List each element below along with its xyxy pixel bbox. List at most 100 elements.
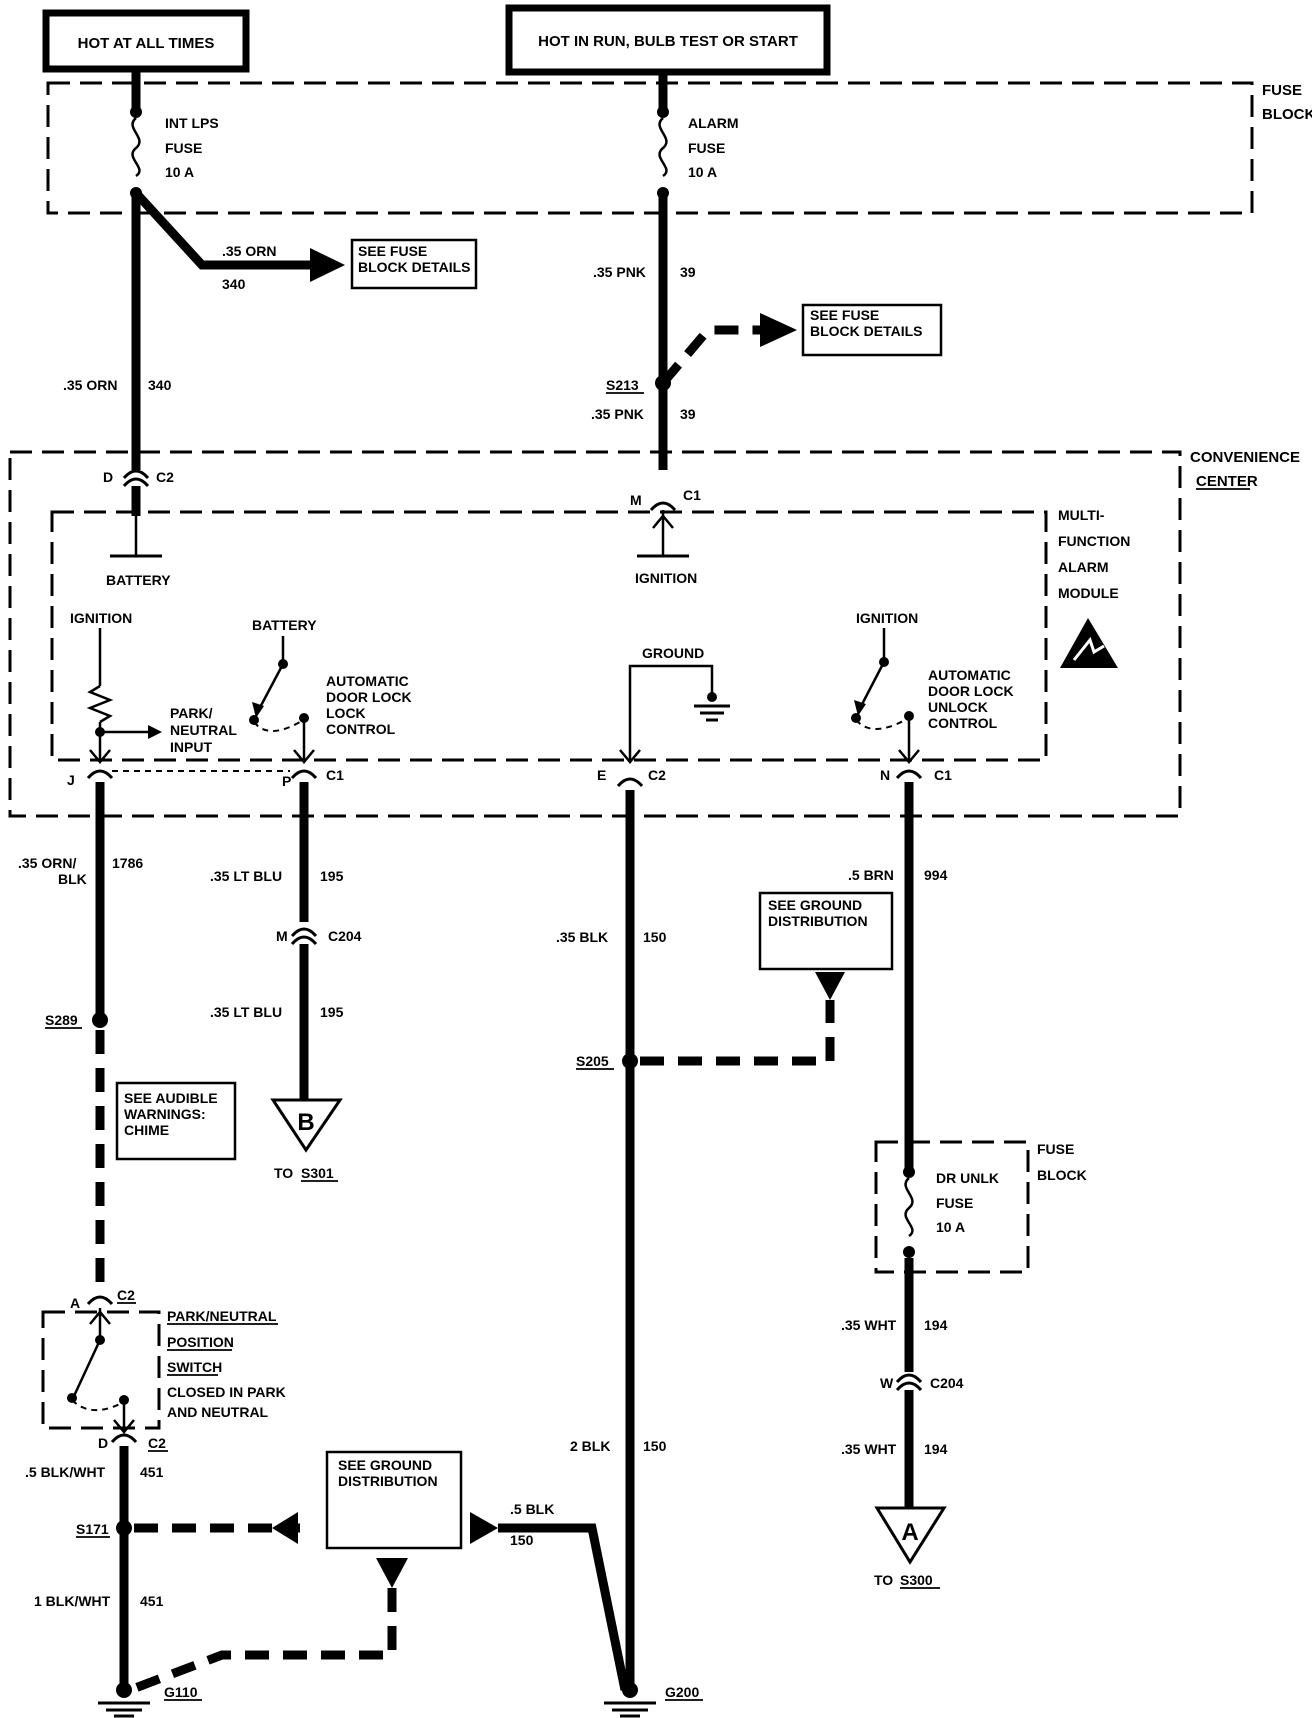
svg-text:HOT IN RUN, BULB TEST OR START: HOT IN RUN, BULB TEST OR START — [538, 33, 798, 50]
svg-text:C204: C204 — [328, 928, 362, 944]
svg-text:C204: C204 — [930, 1375, 964, 1391]
svg-text:10 A: 10 A — [936, 1219, 965, 1235]
svg-text:BLK: BLK — [58, 871, 87, 887]
wire-340: .35 ORN 340 .35 ORN 340 — [63, 189, 345, 470]
ground-g200: G200 — [604, 1682, 703, 1718]
svg-text:.35 PNK: .35 PNK — [591, 406, 644, 422]
svg-text:LOCK: LOCK — [326, 705, 366, 721]
svg-text:C1: C1 — [934, 767, 952, 783]
splice-s205 — [622, 1053, 638, 1069]
splice-s171 — [116, 1520, 132, 1536]
svg-text:J: J — [67, 772, 75, 788]
svg-text:451: 451 — [140, 1464, 164, 1480]
svg-text:IGNITION: IGNITION — [856, 610, 918, 626]
int-lps-fuse: INT LPS FUSE 10 A — [130, 72, 219, 199]
svg-text:.35 LT BLU: .35 LT BLU — [210, 1004, 282, 1020]
svg-text:S289: S289 — [45, 1012, 78, 1028]
svg-text:1 BLK/WHT: 1 BLK/WHT — [34, 1593, 111, 1609]
svg-text:MULTI-: MULTI- — [1058, 507, 1105, 523]
svg-text:DOOR LOCK: DOOR LOCK — [326, 689, 412, 705]
svg-text:P: P — [282, 773, 291, 789]
svg-text:DR UNLK: DR UNLK — [936, 1170, 999, 1186]
svg-text:S213: S213 — [606, 377, 639, 393]
svg-text:S300: S300 — [900, 1572, 933, 1588]
park-neutral-input: IGNITION PARK/ NEUTRAL INPUT — [70, 610, 237, 764]
svg-text:.35 PNK: .35 PNK — [593, 264, 646, 280]
terminal-b-to-s301: B TO S301 — [270, 1098, 343, 1182]
wire-195: .35 LT BLU 195 M C204 .35 LT BLU 195 — [210, 782, 362, 1100]
fuse-block-dr-unlk — [874, 1140, 1030, 1274]
svg-text:.35 ORN: .35 ORN — [222, 243, 276, 259]
svg-text:TO: TO — [874, 1572, 893, 1588]
module-name: MULTI- FUNCTION ALARM MODULE — [1058, 507, 1130, 601]
svg-text:WARNINGS:: WARNINGS: — [124, 1106, 206, 1122]
wire-39: .35 PNK 39 S213 .35 PNK 39 — [591, 193, 797, 470]
splice-s289 — [92, 1012, 108, 1028]
see-ground-distribution-2[interactable]: SEE GROUND DISTRIBUTION — [325, 1450, 463, 1550]
pn-switch-contacts — [67, 1308, 135, 1434]
svg-text:.35 ORN/: .35 ORN/ — [18, 855, 76, 871]
svg-text:SEE FUSE: SEE FUSE — [810, 307, 879, 323]
connector-p-c1: P C1 — [282, 767, 344, 789]
svg-text:994: 994 — [924, 867, 948, 883]
svg-text:150: 150 — [510, 1532, 534, 1548]
svg-text:A: A — [70, 1295, 80, 1311]
see-ground-distribution-1[interactable]: SEE GROUND DISTRIBUTION — [758, 891, 894, 971]
svg-text:.35 LT BLU: .35 LT BLU — [210, 868, 282, 884]
svg-text:10 A: 10 A — [165, 164, 194, 180]
svg-text:B: B — [297, 1109, 314, 1136]
svg-text:CHIME: CHIME — [124, 1122, 169, 1138]
svg-text:M: M — [276, 928, 288, 944]
svg-text:AUTOMATIC: AUTOMATIC — [326, 673, 409, 689]
svg-text:451: 451 — [140, 1593, 164, 1609]
convenience-center — [8, 450, 1182, 818]
fuse-block-label: FUSE — [1262, 82, 1302, 99]
wire-1786: .35 ORN/ BLK 1786 S289 — [18, 782, 143, 1290]
svg-text:C1: C1 — [683, 487, 701, 503]
svg-text:MODULE: MODULE — [1058, 585, 1119, 601]
esd-warning-icon — [1060, 618, 1118, 668]
svg-text:FUSE: FUSE — [936, 1195, 973, 1211]
svg-text:IGNITION: IGNITION — [635, 570, 697, 586]
see-fuse-block-details-2[interactable]: SEE FUSE BLOCK DETAILS — [801, 303, 943, 357]
fuse-block-top — [46, 81, 1254, 215]
svg-text:.35 WHT: .35 WHT — [841, 1441, 897, 1457]
svg-text:AUTOMATIC: AUTOMATIC — [928, 667, 1011, 683]
svg-text:SEE GROUND: SEE GROUND — [768, 897, 862, 913]
svg-text:150: 150 — [643, 929, 667, 945]
header-hot-at-all-times: HOT AT ALL TIMES — [42, 9, 250, 73]
svg-text:BLOCK: BLOCK — [1037, 1167, 1087, 1183]
svg-text:POSITION: POSITION — [167, 1334, 234, 1350]
svg-text:A: A — [901, 1519, 918, 1546]
module-ground: GROUND — [619, 645, 730, 764]
ground-g110: G110 — [98, 1682, 202, 1718]
svg-text:HOT AT ALL TIMES: HOT AT ALL TIMES — [78, 35, 215, 52]
svg-text:S205: S205 — [576, 1053, 609, 1069]
pn-switch-connector-a: A C2 — [70, 1287, 136, 1311]
svg-text:ALARM: ALARM — [688, 115, 739, 131]
svg-text:W: W — [880, 1375, 894, 1391]
pn-switch — [41, 1310, 161, 1430]
svg-text:150: 150 — [643, 1438, 667, 1454]
svg-text:TO: TO — [274, 1165, 293, 1181]
svg-text:CONTROL: CONTROL — [928, 715, 998, 731]
svg-text:BATTERY: BATTERY — [106, 572, 171, 588]
svg-text:.35 ORN: .35 ORN — [63, 377, 117, 393]
see-fuse-block-details-1[interactable]: SEE FUSE BLOCK DETAILS — [350, 238, 478, 290]
pn-switch-label: PARK/NEUTRAL POSITION SWITCH CLOSED IN P… — [167, 1308, 286, 1420]
svg-text:NEUTRAL: NEUTRAL — [170, 722, 237, 738]
connector-j: J — [67, 769, 114, 788]
svg-text:195: 195 — [320, 1004, 344, 1020]
svg-text:IGNITION: IGNITION — [70, 610, 132, 626]
svg-text:AND NEUTRAL: AND NEUTRAL — [167, 1404, 269, 1420]
connector-d-c2: D C2 BATTERY — [103, 469, 174, 588]
svg-text:194: 194 — [924, 1317, 948, 1333]
svg-text:INPUT: INPUT — [170, 739, 212, 755]
svg-text:G200: G200 — [665, 1684, 699, 1700]
alarm-fuse: ALARM FUSE 10 A — [657, 72, 739, 199]
wire-994: .5 BRN 994 — [848, 782, 948, 1170]
svg-text:PARK/NEUTRAL: PARK/NEUTRAL — [167, 1308, 277, 1324]
see-audible-warnings[interactable]: SEE AUDIBLE WARNINGS: CHIME — [115, 1081, 237, 1161]
connector-n-c1: N C1 — [880, 767, 952, 783]
